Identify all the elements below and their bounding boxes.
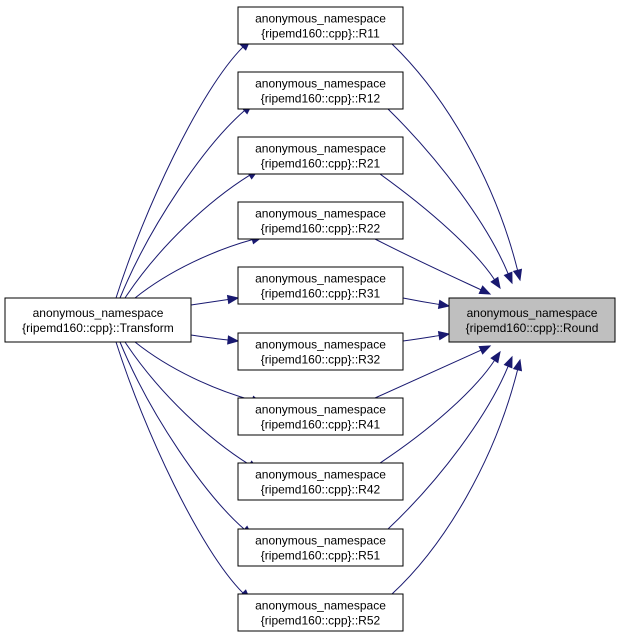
- edge-transform-to-r32: [190, 334, 240, 345]
- node-r41[interactable]: anonymous_namespace{ripemd160::cpp}::R41: [237, 397, 404, 436]
- node-label-line1: anonymous_namespace: [255, 403, 386, 417]
- edge-r41-to-round: [374, 345, 492, 399]
- node-r31[interactable]: anonymous_namespace{ripemd160::cpp}::R31: [237, 266, 404, 305]
- edge-line: [402, 335, 440, 342]
- node-label-line2: {ripemd160::cpp}::R12: [261, 92, 381, 106]
- edge-transform-to-r11: [115, 39, 251, 299]
- edge-line: [391, 369, 519, 595]
- node-round[interactable]: anonymous_namespace{ripemd160::cpp}::Rou…: [448, 297, 616, 343]
- edge-r42-to-round: [379, 350, 501, 464]
- node-label-line1: anonymous_namespace: [255, 338, 386, 352]
- node-box[interactable]: [237, 332, 404, 371]
- node-label-line2: {ripemd160::cpp}::Round: [466, 321, 599, 335]
- node-r12[interactable]: anonymous_namespace{ripemd160::cpp}::R12: [237, 71, 404, 110]
- node-r21[interactable]: anonymous_namespace{ripemd160::cpp}::R21: [237, 136, 404, 175]
- edge-line: [124, 341, 250, 466]
- node-label-line2: {ripemd160::cpp}::R11: [261, 27, 380, 41]
- edge-transform-to-r12: [119, 103, 254, 299]
- node-r52[interactable]: anonymous_namespace{ripemd160::cpp}::R52: [237, 593, 404, 632]
- edge-line: [134, 239, 253, 299]
- node-label-line2: {ripemd160::cpp}::R31: [261, 287, 381, 301]
- edge-line: [391, 43, 519, 271]
- node-label-line1: anonymous_namespace: [255, 468, 386, 482]
- node-label-line1: anonymous_namespace: [255, 77, 386, 91]
- arrowhead-icon: [437, 330, 451, 341]
- node-box[interactable]: [237, 6, 404, 45]
- edge-line: [190, 298, 229, 306]
- edge-line: [190, 334, 229, 341]
- edge-r52-to-round: [391, 358, 523, 595]
- edge-transform-to-r52: [115, 341, 251, 601]
- node-label-line1: anonymous_namespace: [255, 142, 386, 156]
- edge-transform-to-r31: [190, 294, 240, 306]
- node-box[interactable]: [237, 593, 404, 632]
- node-label-line1: anonymous_namespace: [33, 306, 164, 320]
- node-label-line1: anonymous_namespace: [467, 306, 598, 320]
- node-r11[interactable]: anonymous_namespace{ripemd160::cpp}::R11: [237, 6, 404, 45]
- edge-line: [374, 349, 482, 399]
- edge-r31-to-round: [402, 297, 451, 310]
- edge-line: [134, 341, 253, 401]
- edge-r51-to-round: [387, 355, 513, 530]
- node-label-line2: {ripemd160::cpp}::R51: [261, 549, 381, 563]
- edge-r12-to-round: [387, 108, 513, 285]
- node-box[interactable]: [237, 136, 404, 175]
- edge-line: [115, 341, 244, 594]
- edge-line: [402, 297, 440, 305]
- arrowhead-icon: [227, 335, 240, 345]
- edge-r32-to-round: [402, 330, 451, 342]
- node-box[interactable]: [237, 397, 404, 436]
- node-box[interactable]: [237, 201, 404, 240]
- node-label-line2: {ripemd160::cpp}::R21: [261, 157, 381, 171]
- node-r22[interactable]: anonymous_namespace{ripemd160::cpp}::R22: [237, 201, 404, 240]
- node-transform[interactable]: anonymous_namespace{ripemd160::cpp}::Tra…: [4, 297, 192, 343]
- arrowhead-icon: [226, 294, 240, 305]
- edge-line: [124, 174, 250, 299]
- node-label-line2: {ripemd160::cpp}::R41: [261, 418, 381, 432]
- arrowhead-icon: [512, 268, 523, 282]
- arrowhead-icon: [503, 355, 513, 369]
- edge-line: [387, 366, 509, 530]
- edge-line: [379, 360, 495, 464]
- arrowhead-icon: [478, 345, 492, 355]
- node-r42[interactable]: anonymous_namespace{ripemd160::cpp}::R42: [237, 462, 404, 501]
- arrowhead-icon: [512, 358, 523, 372]
- node-box[interactable]: [237, 462, 404, 501]
- node-label-line1: anonymous_namespace: [255, 12, 386, 26]
- node-r32[interactable]: anonymous_namespace{ripemd160::cpp}::R32: [237, 332, 404, 371]
- node-box[interactable]: [4, 297, 192, 343]
- edge-r11-to-round: [391, 43, 523, 282]
- node-label-line2: {ripemd160::cpp}::R32: [261, 353, 381, 367]
- edge-r22-to-round: [374, 238, 492, 295]
- edge-line: [119, 110, 245, 299]
- edge-line: [115, 46, 244, 299]
- arrowhead-icon: [437, 299, 451, 310]
- edge-r21-to-round: [379, 173, 501, 290]
- node-label-line2: {ripemd160::cpp}::Transform: [22, 321, 174, 335]
- arrowhead-icon: [490, 276, 501, 290]
- edge-line: [119, 341, 245, 530]
- arrowhead-icon: [490, 350, 501, 364]
- node-label-line2: {ripemd160::cpp}::R42: [261, 483, 381, 497]
- arrowhead-icon: [478, 285, 492, 295]
- edge-line: [379, 173, 495, 280]
- edge-transform-to-r51: [119, 341, 254, 537]
- node-r51[interactable]: anonymous_namespace{ripemd160::cpp}::R51: [237, 528, 404, 567]
- nodes-layer: anonymous_namespace{ripemd160::cpp}::Tra…: [4, 6, 616, 632]
- node-box[interactable]: [448, 297, 616, 343]
- node-label-line1: anonymous_namespace: [255, 599, 386, 613]
- arrowhead-icon: [503, 271, 513, 285]
- node-label-line2: {ripemd160::cpp}::R52: [261, 614, 381, 628]
- node-label-line1: anonymous_namespace: [255, 207, 386, 221]
- node-label-line1: anonymous_namespace: [255, 534, 386, 548]
- node-box[interactable]: [237, 528, 404, 567]
- edge-line: [387, 108, 509, 274]
- node-box[interactable]: [237, 71, 404, 110]
- node-box[interactable]: [237, 266, 404, 305]
- node-label-line2: {ripemd160::cpp}::R22: [261, 222, 381, 236]
- edge-line: [374, 238, 482, 291]
- node-label-line1: anonymous_namespace: [255, 272, 386, 286]
